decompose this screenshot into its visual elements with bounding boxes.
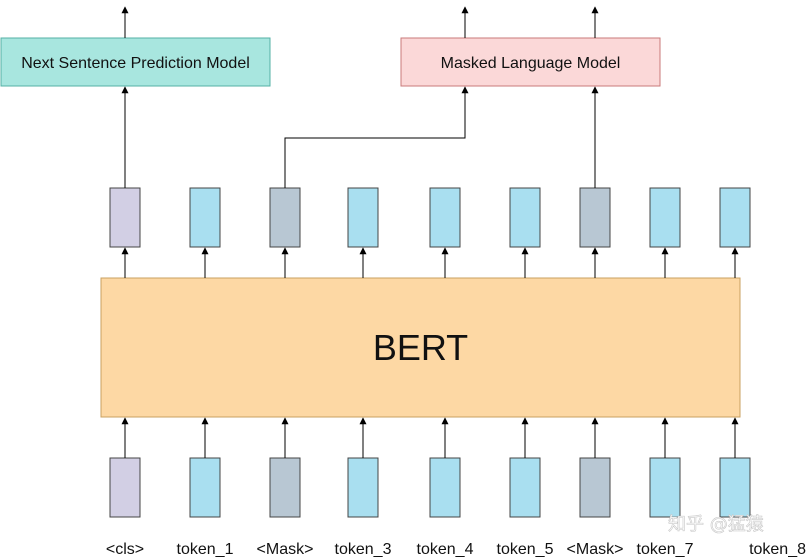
input-embedding-cell bbox=[719, 457, 751, 518]
token-column: token_3 bbox=[335, 187, 392, 558]
output-embedding-cell bbox=[649, 187, 681, 248]
nsp-model-label: Next Sentence Prediction Model bbox=[21, 55, 250, 72]
nsp-model: Next Sentence Prediction Model bbox=[0, 37, 271, 87]
input-embedding-cell bbox=[579, 457, 611, 518]
token-column: <Mask> bbox=[567, 187, 624, 558]
token-label: token_4 bbox=[417, 541, 474, 558]
output-embedding-cell bbox=[579, 187, 611, 248]
token-label: token_8 bbox=[749, 541, 806, 558]
bert-encoder-box bbox=[100, 277, 741, 418]
token-label: token_7 bbox=[637, 541, 694, 558]
token-label: <Mask> bbox=[567, 541, 624, 558]
input-embedding-cell bbox=[429, 457, 461, 518]
input-embedding-cell bbox=[509, 457, 541, 518]
token-label: token_5 bbox=[497, 541, 554, 558]
mlm-model-label: Masked Language Model bbox=[441, 55, 621, 72]
output-embedding-cell bbox=[719, 187, 751, 248]
token-column: token_8 bbox=[719, 187, 806, 558]
output-embedding-cell bbox=[429, 187, 461, 248]
input-embedding-cell bbox=[109, 457, 141, 518]
token-columns: <cls> token_1 <Mask> token_3 token_4 token_5 <… bbox=[106, 187, 806, 558]
bert-encoder: BERT bbox=[100, 277, 741, 418]
head-arrows bbox=[121, 6, 599, 188]
input-embedding-cell bbox=[649, 457, 681, 518]
token-label: token_1 bbox=[177, 541, 234, 558]
output-embedding-cell bbox=[109, 187, 141, 248]
bert-encoder-label: BERT bbox=[373, 327, 468, 368]
input-embedding-cell bbox=[189, 457, 221, 518]
output-embedding-cell bbox=[509, 187, 541, 248]
mask-to-mlm-arrow bbox=[284, 86, 469, 188]
watermark: 知乎 @猛猿 bbox=[668, 514, 764, 535]
output-embedding-cell bbox=[347, 187, 379, 248]
token-column: <Mask> bbox=[257, 187, 314, 558]
output-embedding-cell bbox=[269, 187, 301, 248]
output-embedding-cell bbox=[189, 187, 221, 248]
token-label: <cls> bbox=[106, 541, 144, 558]
token-column: token_7 bbox=[637, 187, 694, 558]
token-label: token_3 bbox=[335, 541, 392, 558]
mlm-model-box bbox=[400, 37, 661, 87]
mlm-model: Masked Language Model bbox=[400, 37, 661, 87]
nsp-model-box bbox=[0, 37, 271, 87]
token-label: <Mask> bbox=[257, 541, 314, 558]
token-column: token_4 bbox=[417, 187, 474, 558]
input-embedding-cell bbox=[347, 457, 379, 518]
token-column: token_1 bbox=[177, 187, 234, 558]
token-column: <cls> bbox=[106, 187, 144, 558]
token-column: token_5 bbox=[497, 187, 554, 558]
input-embedding-cell bbox=[269, 457, 301, 518]
